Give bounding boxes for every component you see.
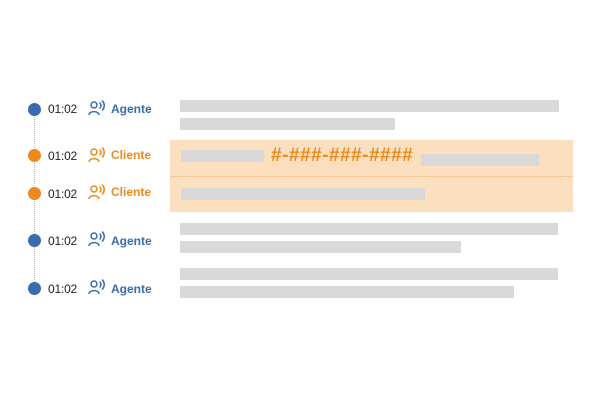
timestamp: 01:02 — [48, 149, 78, 163]
speaker-voice-icon — [88, 184, 105, 200]
speaker-label: Cliente — [111, 148, 152, 162]
highlight-divider — [170, 176, 573, 177]
timestamp: 01:02 — [48, 234, 78, 248]
speaker-voice-icon — [88, 231, 105, 247]
timeline-dot — [28, 234, 41, 247]
text-placeholder-bar — [180, 223, 558, 235]
timestamp: 01:02 — [48, 102, 78, 116]
text-placeholder-bar — [181, 150, 264, 162]
text-placeholder-bar — [180, 268, 558, 280]
speaker-voice-icon — [88, 279, 105, 295]
speaker-voice-icon — [88, 100, 105, 116]
text-placeholder-bar — [421, 154, 539, 166]
speaker-label: Agente — [111, 234, 152, 248]
timeline-dot — [28, 187, 41, 200]
text-placeholder-bar — [180, 100, 559, 112]
timeline-dot — [28, 282, 41, 295]
timeline-dot — [28, 149, 41, 162]
speaker-label: Agente — [111, 282, 152, 296]
text-placeholder-bar — [180, 286, 514, 298]
speaker-label: Cliente — [111, 185, 152, 199]
text-placeholder-bar — [181, 188, 425, 200]
text-placeholder-bar — [180, 118, 395, 130]
text-placeholder-bar — [180, 241, 461, 253]
timestamp: 01:02 — [48, 282, 78, 296]
timeline-dot — [28, 103, 41, 116]
timestamp: 01:02 — [48, 187, 78, 201]
masked-phone-number: #-###-###-#### — [271, 145, 414, 166]
speaker-voice-icon — [88, 147, 105, 163]
speaker-label: Agente — [111, 102, 152, 116]
